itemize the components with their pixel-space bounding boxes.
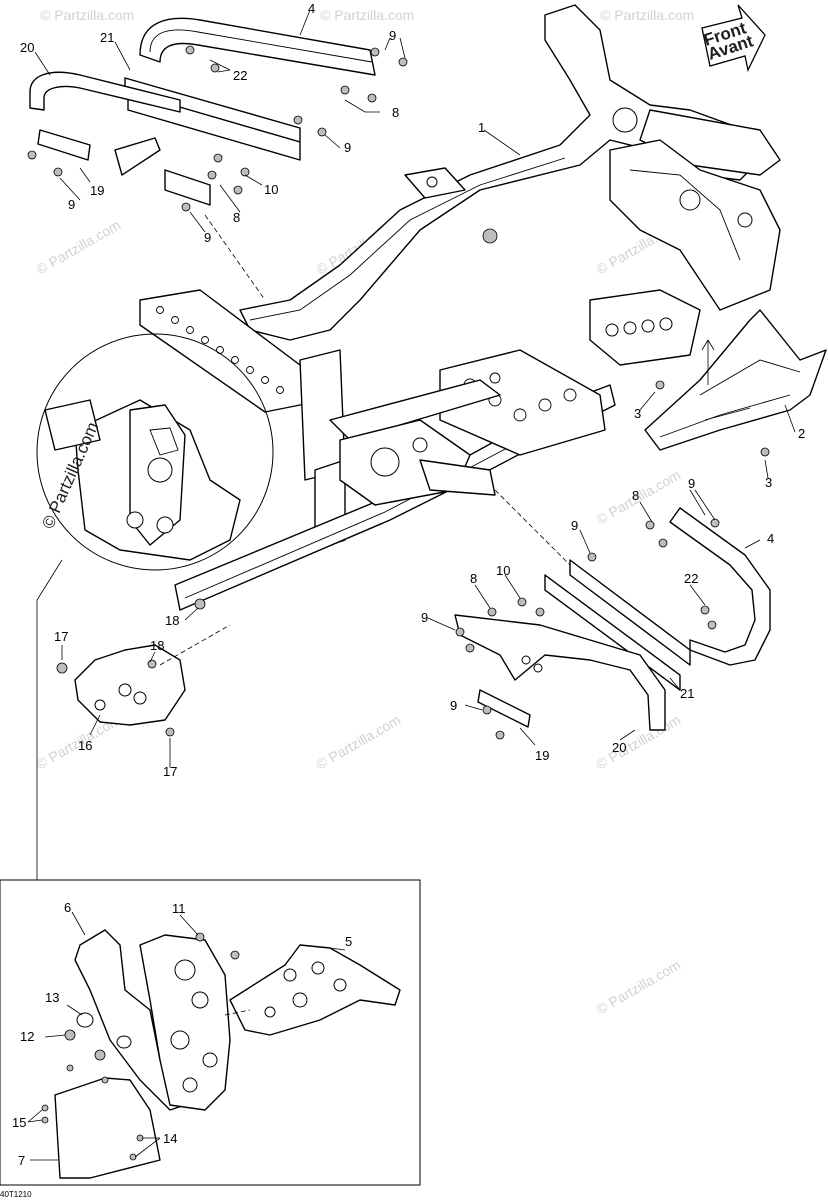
watermark-text: © Partzilla.com [600,7,694,23]
watermark-text: © Partzilla.com [34,217,124,278]
callout-6: 6 [64,900,71,915]
callout-9: 9 [450,698,457,713]
callout-8: 8 [470,571,477,586]
callout-13: 13 [45,990,59,1005]
front-direction-arrow: Front Avant [701,4,766,72]
callout-9: 9 [421,610,428,625]
callout-18: 18 [150,638,164,653]
callout-21: 21 [680,686,694,701]
callout-20: 20 [20,40,34,55]
callout-7: 7 [18,1153,25,1168]
callout-22: 22 [684,571,698,586]
callout-22: 22 [233,68,247,83]
callout-3: 3 [765,475,772,490]
callout-16: 16 [78,738,92,753]
footrest-bumper-lower [454,489,771,740]
callout-15: 15 [12,1115,26,1130]
callout-21: 21 [100,30,114,45]
callout-1: 1 [478,120,485,135]
footrest-bumper-upper [27,17,408,301]
callout-8: 8 [392,105,399,120]
watermark-text: © Partzilla.com [594,712,684,773]
callout-14: 14 [163,1131,177,1146]
callout-9: 9 [344,140,351,155]
callout-9: 9 [571,518,578,533]
watermark-text: © Partzilla.com [40,7,134,23]
bracket-16 [56,598,231,737]
callout-10: 10 [496,563,510,578]
callout-9: 9 [204,230,211,245]
callout-20: 20 [612,740,626,755]
callout-17: 17 [54,629,68,644]
skid-plate [644,309,827,457]
magnifier-circle: © Partzilla.com [36,333,274,880]
callout-18: 18 [165,613,179,628]
watermark-text: © Partzilla.com [320,7,414,23]
callout-4: 4 [767,531,774,546]
callout-4: 4 [308,1,315,16]
callout-10: 10 [264,182,278,197]
inset-detail [0,879,421,1186]
callout-17: 17 [163,764,177,779]
callout-11: 11 [172,901,186,916]
drawing-code: 40T1210 [0,1190,32,1199]
watermark-text: © Partzilla.com [594,957,684,1018]
callout-2: 2 [798,426,805,441]
callout-19: 19 [90,183,104,198]
callout-19: 19 [535,748,549,763]
watermark-text: © Partzilla.com [314,712,404,773]
callout-3: 3 [634,406,641,421]
callout-8: 8 [233,210,240,225]
callout-9: 9 [389,28,396,43]
callout-labels: 1 2 3 3 4 4 5 6 7 8 8 8 8 9 9 9 9 9 9 9 … [12,1,805,1168]
callout-8: 8 [632,488,639,503]
callout-12: 12 [20,1029,34,1044]
callout-9: 9 [688,476,695,491]
callout-5: 5 [345,934,352,949]
callout-9: 9 [68,197,75,212]
leader-lines [27,9,796,1161]
main-frame [139,4,781,611]
